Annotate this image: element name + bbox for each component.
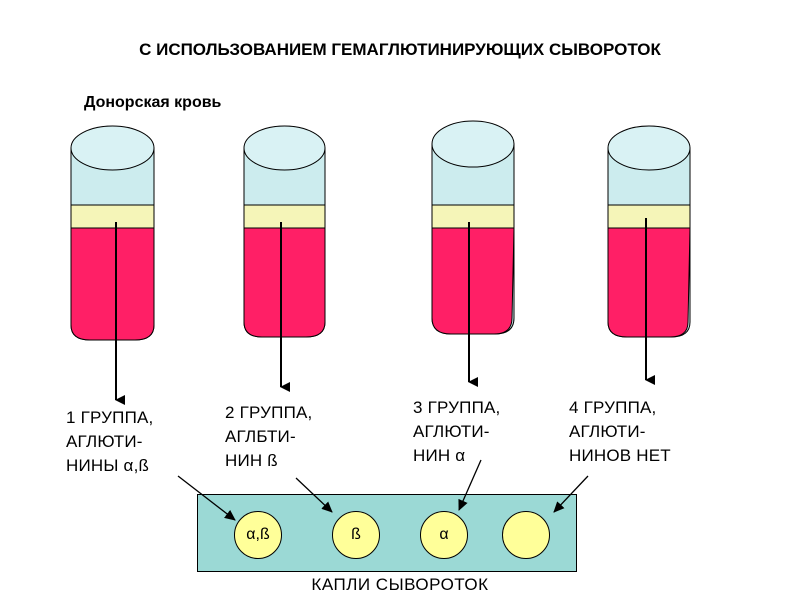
tube-4-label-band: [607, 204, 691, 229]
tube-1-opening: [70, 125, 155, 171]
test-tube-3: [431, 120, 515, 387]
group-3-label: 3 ГРУППА, АГЛЮТИ- НИН α: [413, 398, 501, 465]
tube-3-blood: [431, 227, 515, 335]
plate-caption: КАПЛИ СЫВОРОТОК: [311, 575, 489, 594]
serum-drop-1: α,ß: [234, 511, 282, 559]
group-4-label: 4 ГРУППА, АГЛЮТИ- НИНОВ НЕТ: [569, 398, 671, 465]
tube-4-opening: [607, 125, 691, 171]
group-2-label: 2 ГРУППА, АГЛБТИ- НИН ß: [225, 403, 313, 470]
tube-2-opening: [243, 125, 326, 171]
serum-drop-3-label: α: [439, 526, 449, 543]
tube-1-blood: [70, 227, 155, 341]
tube-4-blood: [607, 227, 691, 338]
tube-1-label-band: [70, 204, 155, 229]
tube-3-label-band: [431, 204, 515, 229]
diagram-title: С ИСПОЛЬЗОВАНИЕМ ГЕМАГЛЮТИНИРУЮЩИХ СЫВОР…: [139, 40, 661, 59]
group-1-label: 1 ГРУППА, АГЛЮТИ- НИНЫ α,ß: [66, 408, 154, 475]
donor-blood-label: Донорская кровь: [84, 94, 222, 111]
tube-2-label-band: [243, 204, 326, 229]
tube-3-opening: [431, 120, 515, 168]
serum-drop-1-label: α,ß: [246, 526, 270, 543]
serum-drop-2-label: ß: [351, 526, 361, 543]
serum-drop-4: [502, 511, 550, 559]
test-tube-1: [70, 125, 155, 405]
test-tube-2: [243, 125, 326, 392]
tube-2-blood: [243, 227, 326, 338]
serum-drop-3: α: [420, 511, 468, 559]
serum-plate: α,ß ß α: [197, 494, 577, 572]
test-tube-4: [607, 125, 691, 385]
serum-drop-2: ß: [332, 511, 380, 559]
